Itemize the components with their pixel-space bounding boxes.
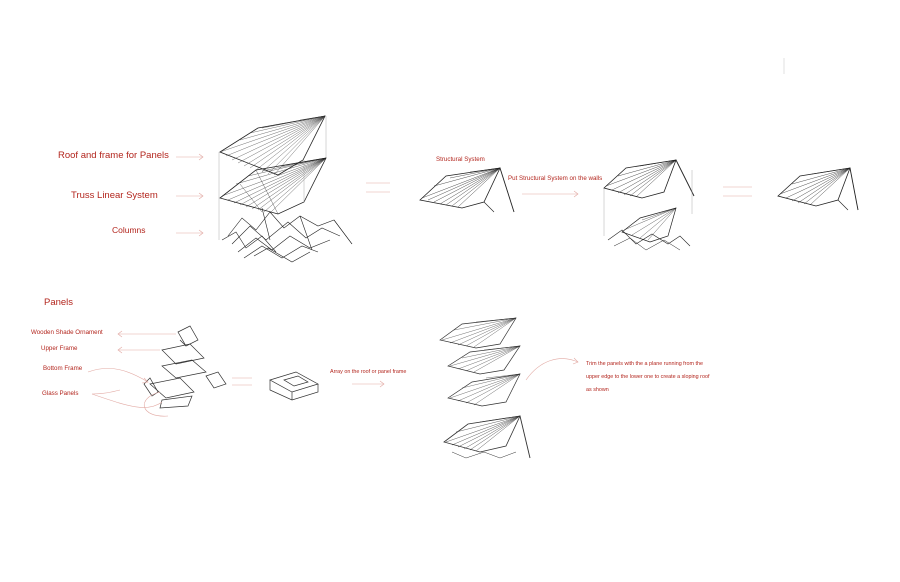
arrow-trim: [525, 357, 579, 381]
stack-layer-final: [443, 415, 531, 459]
label-put-structural: Put Structural System on the walls: [508, 175, 603, 182]
label-bottom-frame: Bottom Frame: [43, 365, 83, 372]
stack-layer-2: [447, 345, 521, 375]
arrow-array: [352, 380, 385, 388]
roof-with-walls: [603, 159, 695, 251]
label-arrows-top: [176, 153, 204, 237]
label-array-note: Array on the roof or panel frame: [330, 369, 407, 375]
columns-layer: [221, 207, 353, 263]
single-panel: [269, 371, 319, 401]
label-truss-linear: Truss Linear System: [71, 190, 158, 201]
label-upper-frame: Upper Frame: [41, 345, 78, 352]
arrow-put-structural: [522, 190, 579, 198]
roof-layer-top: [219, 115, 326, 176]
stacked-roof-layers: [439, 317, 531, 459]
panel-arrows: [87, 330, 176, 417]
structural-system-roof: [419, 167, 515, 213]
equals-signs: [232, 182, 752, 386]
label-columns: Columns: [112, 225, 146, 235]
panels-heading: Panels: [44, 297, 74, 308]
label-roof-frame: Roof and frame for Panels: [58, 150, 169, 161]
truss-layer: [219, 157, 327, 215]
stack-layer-1: [439, 317, 517, 349]
stack-layer-3: [447, 373, 521, 407]
exploded-roof-assembly: [218, 115, 353, 263]
label-wooden-shade: Wooden Shade Ornament: [31, 329, 103, 336]
label-glass-panels: Glass Panels: [42, 390, 79, 397]
final-roof: [777, 58, 859, 211]
label-structural-system: Structural System: [436, 156, 485, 163]
panel-exploded: [143, 325, 227, 409]
label-trim-note: Trim the panels with the a plane running…: [586, 361, 710, 393]
